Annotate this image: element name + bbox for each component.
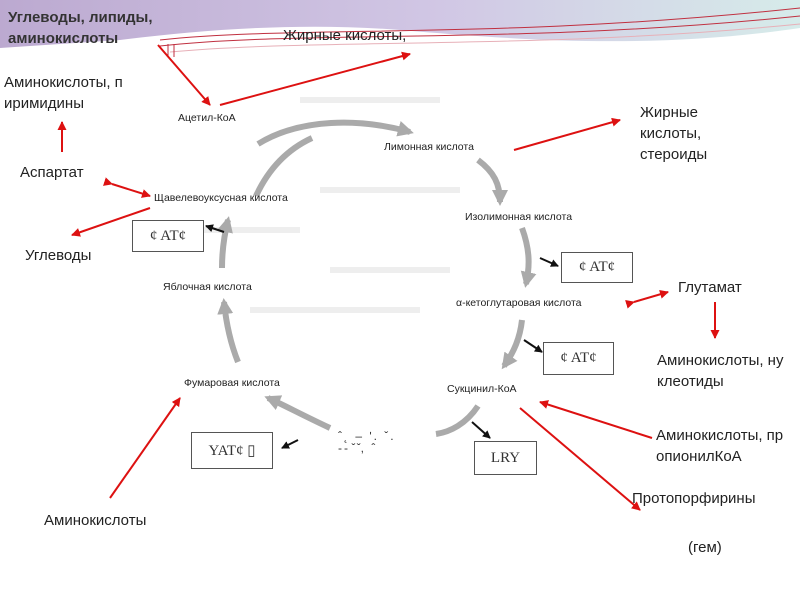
label-aminoacids-propionyl: Аминокислоты, пропионилКоА	[656, 427, 784, 465]
red-arrows	[57, 44, 720, 511]
red-arrow-citrate-to-fatty-acids-steroids	[513, 117, 621, 151]
gtp-box: LRY	[474, 441, 537, 475]
atp-box-1: ¢ AT¢	[132, 220, 204, 252]
arrow-to-atp-box-2	[539, 257, 559, 267]
faint-background-lines	[200, 97, 460, 313]
energy-arrows	[205, 224, 559, 449]
red-arrow-aminoacids-propionyl-to-succinylcoa	[539, 400, 653, 439]
cycle-arrow-succinate-to-fumarate	[264, 395, 332, 431]
red-arrow-aspartate-bidirectional	[103, 177, 151, 198]
cycle-arrow-isocitrate-to-ketoglutarate	[519, 226, 537, 288]
label-top-left-title: Углеводы, липиды, аминокислоты	[8, 9, 153, 47]
cycle-arrows	[217, 119, 537, 437]
red-arrow-aminoacids-to-fumarate	[109, 397, 181, 499]
arrow-to-gtp-box	[471, 421, 491, 439]
arrow-to-fad-box	[281, 439, 299, 449]
red-arrow-precursors-to-acetylcoa	[157, 44, 211, 106]
cycle-arrow-oxaloacetate-join	[253, 135, 314, 198]
red-arrow-succinylcoa-to-protoporphyrins	[519, 407, 641, 511]
label-citric-acid: Лимонная кислота	[384, 141, 474, 153]
cycle-arrow-acetyl-to-citrate	[256, 119, 414, 147]
label-carbohydrates: Углеводы	[25, 247, 92, 264]
arrow-to-atp-box-3	[523, 339, 543, 353]
red-arrow-oxaloacetate-to-carbohydrates	[71, 207, 151, 237]
label-oxaloacetic-acid: Щавелевоуксусная кислота	[154, 192, 288, 204]
label-aminoacids-pyrimidines: Аминокислоты, пиримидины	[4, 74, 123, 112]
label-fatty-acids-top: Жирные кислоты,	[283, 27, 407, 44]
label-aminoacids-nucleotides: Аминокислоты, нуклеотиды	[657, 352, 784, 390]
garbled-succinate-label: ˆ˛ – ʹ. ˇ. -- ̌ ̌, ˆ	[338, 429, 396, 455]
cycle-arrow-ketoglutarate-to-succinylcoa	[501, 319, 525, 370]
atp-box-3: ¢ AT¢	[543, 342, 614, 375]
label-fumaric-acid: Фумаровая кислота	[184, 377, 280, 389]
red-arrow-ketoglutarate-glutamate	[625, 289, 669, 309]
label-succinyl-coa: Сукцинил-КоА	[447, 383, 517, 395]
label-protoporphyrins: Протопорфирины	[632, 490, 756, 507]
fad-box: YAT¢ ▯	[191, 432, 273, 469]
arrow-to-atp-box-1	[205, 224, 225, 233]
label-alpha-ketoglutaric-acid: α-кетоглутаровая кислота	[456, 297, 582, 309]
atp-box-2: ¢ AT¢	[561, 252, 633, 283]
cycle-arrow-succinylcoa-to-succinate	[435, 404, 481, 437]
label-malic-acid: Яблочная кислота	[163, 281, 252, 293]
cycle-arrow-malate-to-oxaloacetate	[217, 216, 233, 269]
label-aminoacids-bottom: Аминокислоты	[44, 512, 147, 529]
label-fatty-acids-steroids: Жирные кислоты, стероиды	[640, 104, 708, 163]
cycle-arrow-fumarate-to-malate	[217, 298, 241, 364]
label-isocitric-acid: Изолимонная кислота	[465, 211, 573, 223]
label-glutamate: Глутамат	[678, 279, 742, 296]
red-arrow-acetylcoa-to-fatty-acids	[219, 51, 411, 106]
cycle-arrow-citrate-to-isocitrate	[476, 157, 508, 206]
label-acetyl-coa: Ацетил-КоА	[178, 112, 236, 124]
label-aspartate: Аспартат	[20, 164, 84, 181]
label-heme: (гем)	[688, 539, 722, 556]
